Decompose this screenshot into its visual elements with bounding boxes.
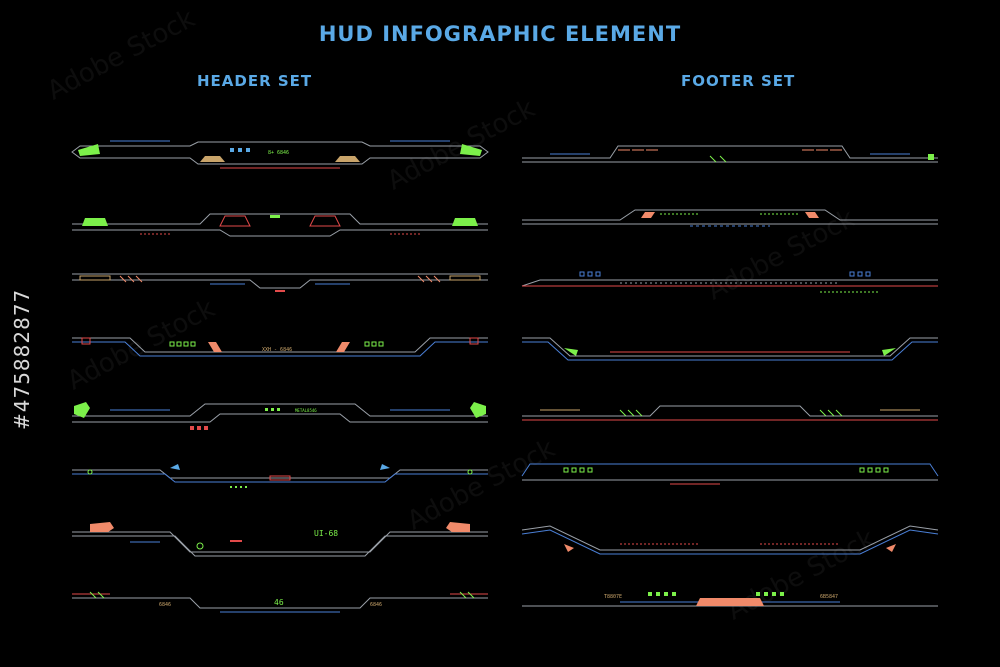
footer-element-8: T8807E 6B5847 bbox=[522, 592, 938, 607]
footer-element-6 bbox=[521, 463, 939, 485]
green-accent-icon bbox=[470, 402, 486, 418]
watermark: Adobe Stock bbox=[42, 3, 201, 107]
page-title: HUD INFOGRAPHIC ELEMENT bbox=[318, 22, 682, 46]
header-element-4: XXH - 6846 bbox=[72, 337, 488, 357]
green-accent-icon bbox=[74, 402, 90, 418]
header-set-label: HEADER SET bbox=[197, 72, 313, 90]
header-7-code: UI-68 bbox=[314, 529, 338, 538]
header-element-6 bbox=[72, 464, 488, 488]
stock-id: #475882877 bbox=[10, 288, 34, 430]
header-8-right-code: 6846 bbox=[370, 602, 382, 608]
footer-element-1 bbox=[522, 145, 938, 163]
green-accent-icon bbox=[882, 348, 896, 356]
footer-element-4 bbox=[522, 337, 938, 361]
footer-8-left-code: T8807E bbox=[604, 594, 622, 600]
green-accent-icon bbox=[452, 218, 478, 226]
footer-element-2 bbox=[522, 209, 938, 227]
header-element-5: METAL8546 bbox=[72, 402, 488, 430]
green-accent-icon bbox=[460, 144, 482, 156]
header-element-3 bbox=[72, 273, 488, 292]
header-element-7: UI-68 bbox=[72, 522, 488, 557]
green-accent-icon bbox=[564, 348, 578, 356]
footer-8-right-code: 6B5847 bbox=[820, 594, 838, 600]
green-accent-icon bbox=[82, 218, 108, 226]
header-element-2 bbox=[72, 213, 488, 237]
footer-set-label: FOOTER SET bbox=[681, 72, 796, 90]
header-8-left-code: 6846 bbox=[159, 602, 171, 608]
header-5-code: METAL8546 bbox=[295, 408, 317, 413]
header-4-code: XXH - 6846 bbox=[262, 347, 292, 353]
footer-element-5 bbox=[522, 405, 938, 421]
header-1-code: 8+ 6846 bbox=[268, 150, 289, 156]
footer-element-7 bbox=[521, 525, 939, 555]
header-element-1: 8+ 6846 bbox=[71, 140, 489, 169]
footer-element-3 bbox=[521, 271, 938, 293]
header-8-center-code: 46 bbox=[274, 598, 284, 607]
green-accent-icon bbox=[78, 144, 100, 156]
header-element-8: 6846 6846 46 bbox=[72, 591, 488, 613]
